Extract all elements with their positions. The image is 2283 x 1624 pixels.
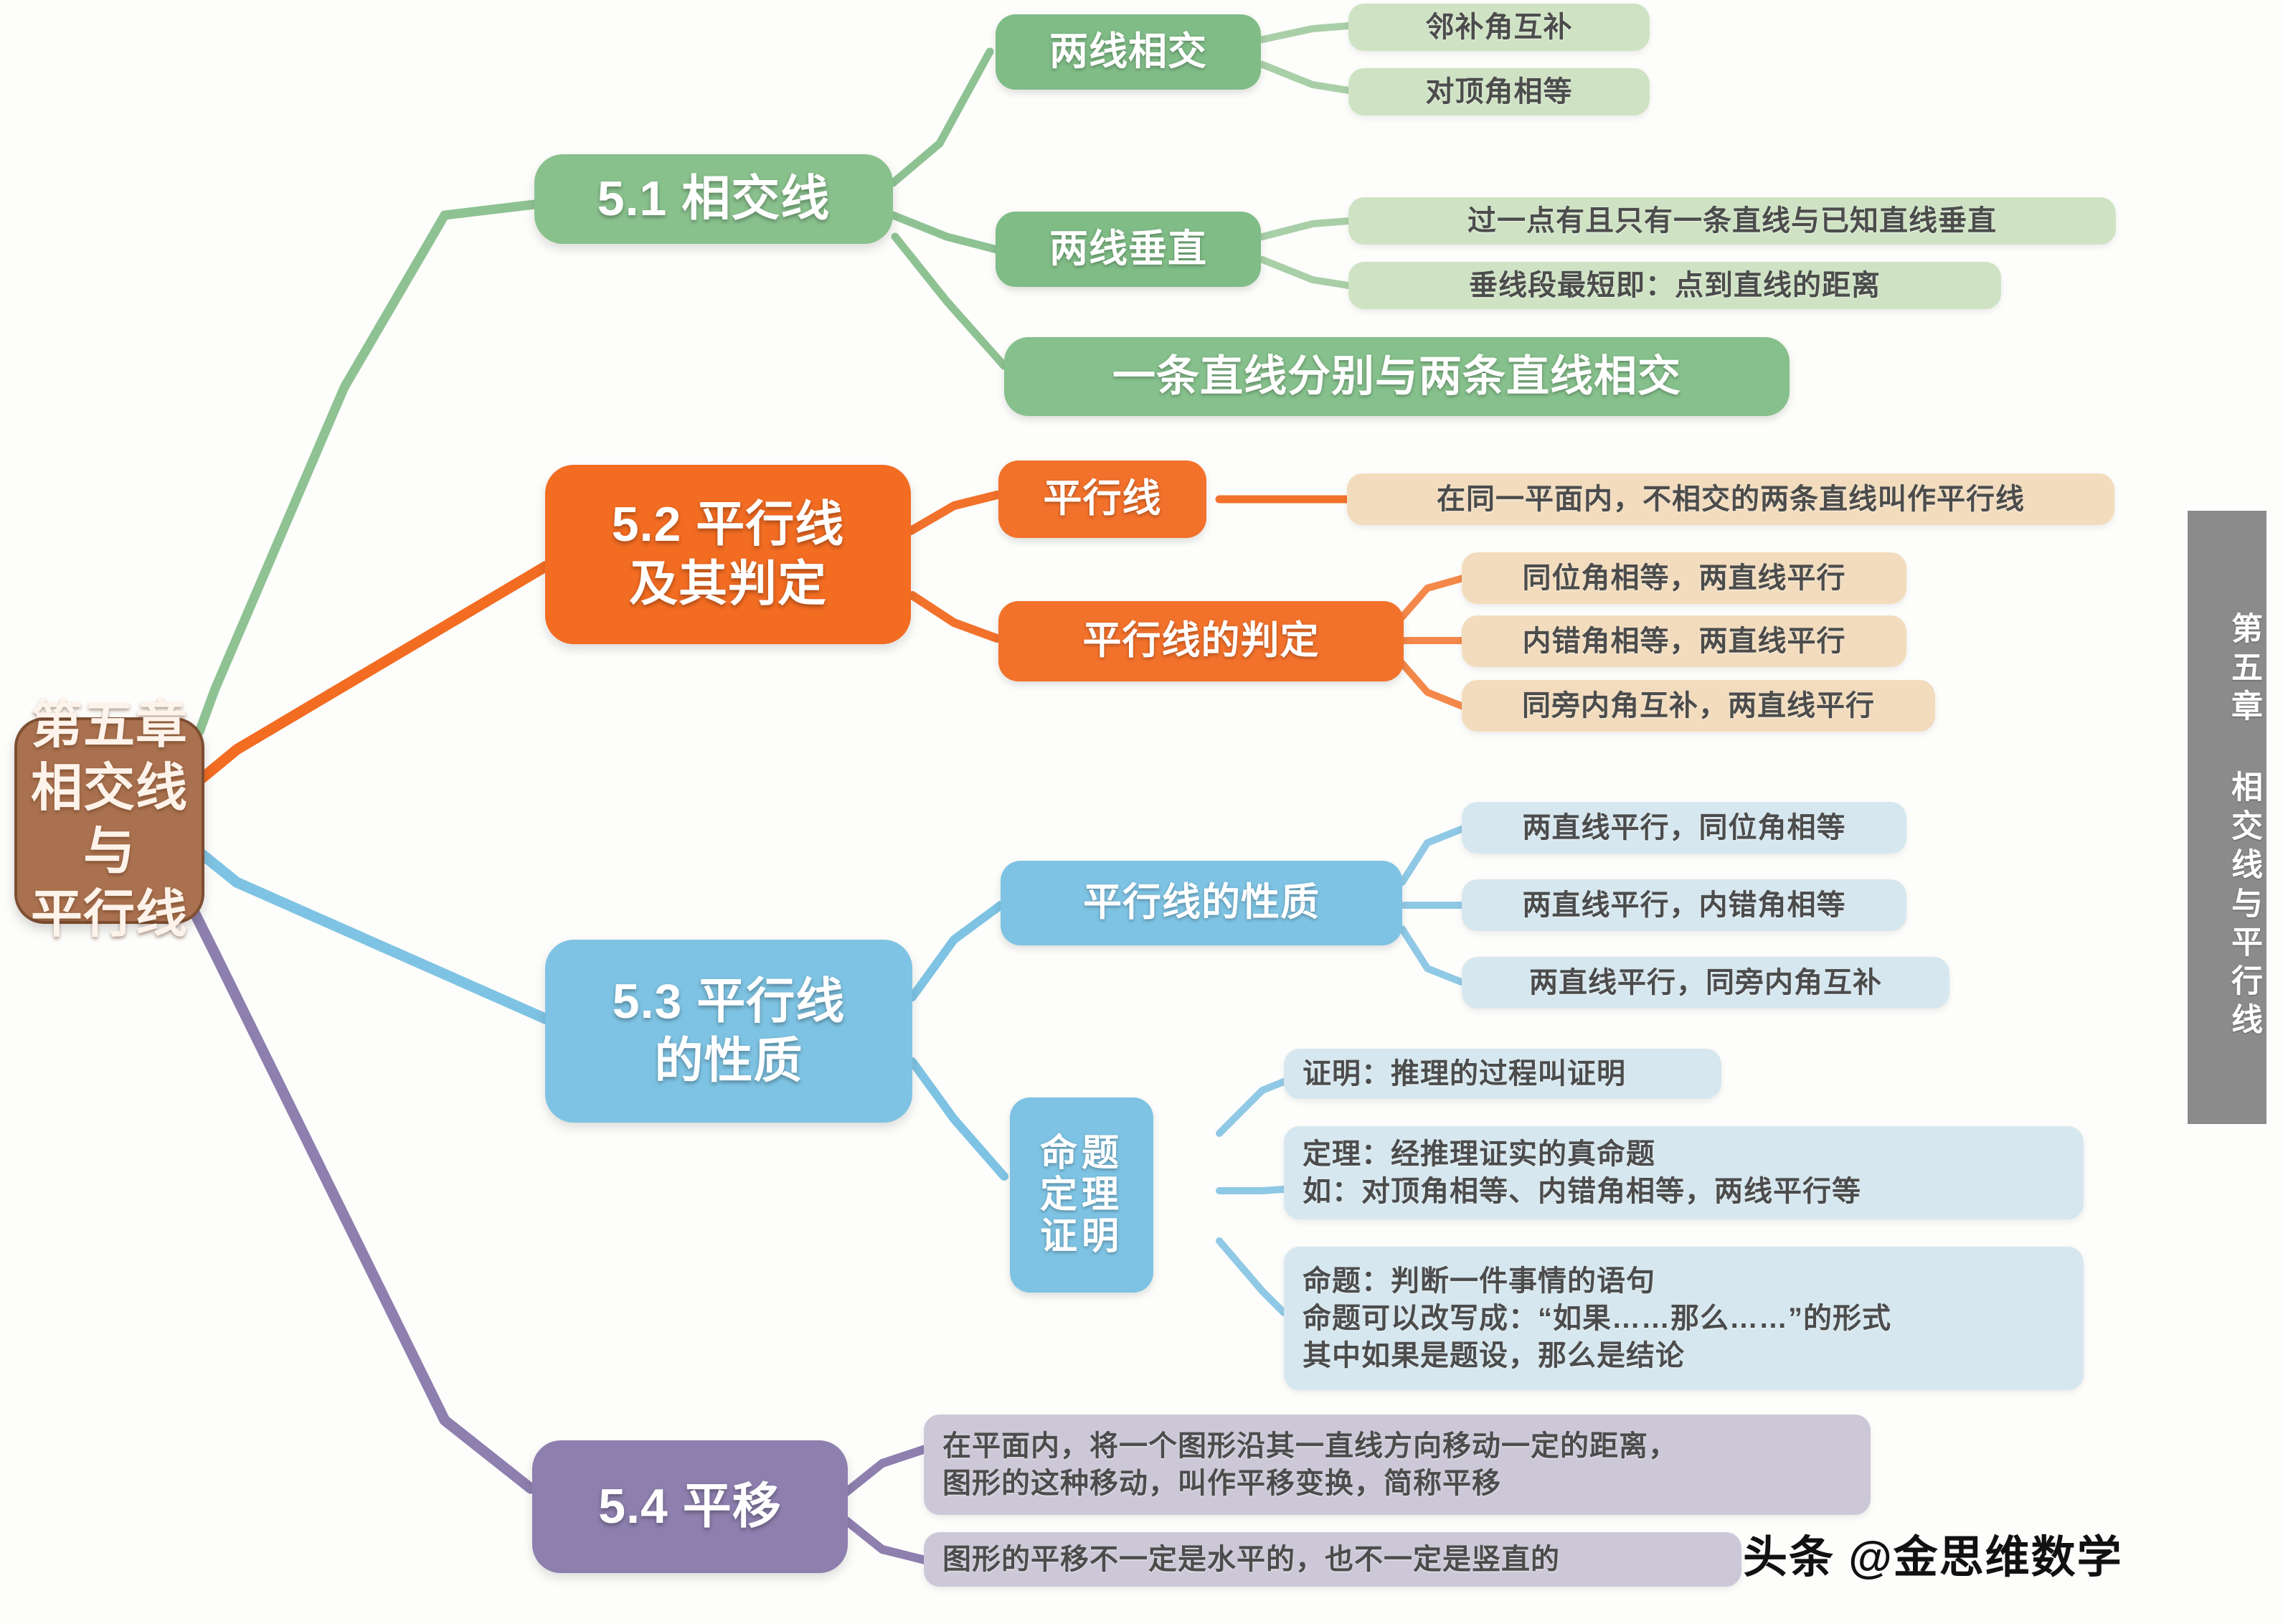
leaf-node[interactable]: 图形的平移不一定是水平的，也不一定是竖直的: [924, 1532, 1741, 1587]
leaf-node[interactable]: 邻补角互补: [1348, 4, 1650, 51]
branch-node-5-4[interactable]: 5.4 平移: [532, 1440, 848, 1573]
leaf-node[interactable]: 同位角相等，两直线平行: [1462, 552, 1906, 604]
subtopic-proposition-theorem-proof[interactable]: 命题 定理 证明: [1010, 1097, 1153, 1293]
chapter-side-tab: 第五章 相交线与平行线: [2188, 511, 2267, 1124]
leaf-node[interactable]: 两直线平行，同旁内角互补: [1462, 957, 1949, 1009]
root-node[interactable]: 第五章 相交线与 平行线: [14, 697, 204, 943]
leaf-node[interactable]: 在平面内，将一个图形沿其一直线方向移动一定的距离， 图形的这种移动，叫作平移变换…: [924, 1415, 1871, 1515]
leaf-node[interactable]: 在同一平面内，不相交的两条直线叫作平行线: [1347, 473, 2114, 525]
subtopic-two-lines-intersect[interactable]: 两线相交: [996, 14, 1261, 90]
branch-node-5-3[interactable]: 5.3 平行线 的性质: [545, 940, 912, 1123]
leaf-node[interactable]: 两直线平行，同位角相等: [1462, 802, 1906, 854]
subtopic-parallel-lines-criteria[interactable]: 平行线的判定: [998, 601, 1404, 681]
subtopic-two-lines-perpendicular[interactable]: 两线垂直: [996, 212, 1261, 287]
branch-node-5-2[interactable]: 5.2 平行线 及其判定: [545, 465, 911, 644]
subtopic-parallel-lines[interactable]: 平行线: [998, 461, 1206, 538]
leaf-node[interactable]: 两直线平行，内错角相等: [1462, 879, 1906, 931]
leaf-node[interactable]: 垂线段最短即：点到直线的距离: [1348, 262, 2001, 309]
subtopic-parallel-lines-properties[interactable]: 平行线的性质: [1001, 861, 1402, 945]
leaf-node[interactable]: 命题：判断一件事情的语句 命题可以改写成：“如果……那么……”的形式 其中如果是…: [1284, 1247, 2084, 1390]
leaf-node[interactable]: 过一点有且只有一条直线与已知直线垂直: [1348, 197, 2116, 245]
watermark-text: 头条 @金思维数学: [1743, 1533, 2123, 1582]
leaf-node[interactable]: 定理：经推理证实的真命题 如：对顶角相等、内错角相等，两线平行等: [1284, 1126, 2084, 1219]
subtopic-one-line-intersects-two[interactable]: 一条直线分别与两条直线相交: [1004, 337, 1790, 416]
leaf-node[interactable]: 内错角相等，两直线平行: [1462, 615, 1906, 667]
branch-node-5-1[interactable]: 5.1 相交线: [534, 154, 893, 244]
leaf-node[interactable]: 同旁内角互补，两直线平行: [1462, 680, 1935, 732]
leaf-node[interactable]: 对顶角相等: [1348, 68, 1650, 115]
leaf-node[interactable]: 证明：推理的过程叫证明: [1284, 1049, 1721, 1099]
